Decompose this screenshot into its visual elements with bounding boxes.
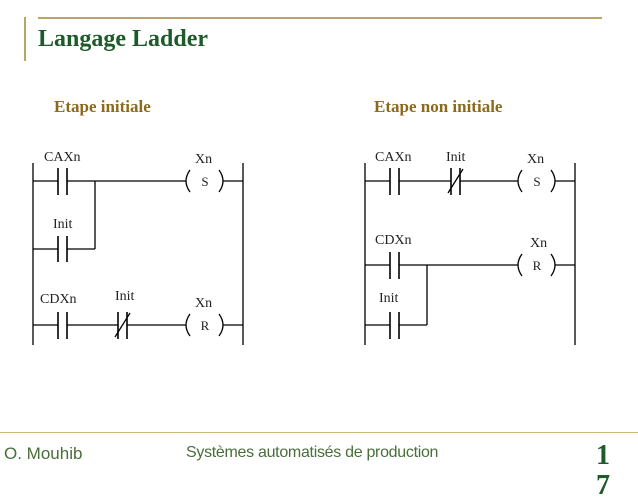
label-coil-set-name: Xn [527, 152, 544, 167]
label-coil-set-type: S [533, 174, 540, 189]
footer-course-title: Systèmes automatisés de production [186, 444, 439, 461]
contact-init-parallel [389, 312, 400, 339]
label-coil-set-type: S [201, 174, 208, 189]
label-coil-reset-name: Xn [530, 236, 547, 251]
footer-rule [0, 432, 638, 433]
contact-cdxn [57, 312, 68, 339]
contact-cdxn [389, 252, 400, 279]
label-cdxn: CDXn [375, 233, 412, 248]
diagram-non-initial-step: Etape non initiale CAXn Init Xn S [364, 97, 576, 345]
label-caxn: CAXn [44, 150, 81, 165]
heading-non-initial-step: Etape non initiale [374, 97, 503, 116]
label-init-nc: Init [115, 289, 135, 304]
slide-title: Langage Ladder [38, 26, 209, 52]
label-caxn: CAXn [375, 150, 412, 165]
contact-caxn [389, 168, 400, 195]
title-left-rule [24, 17, 26, 61]
label-coil-reset-type: R [201, 318, 210, 333]
label-init-parallel: Init [379, 291, 399, 306]
contact-caxn [57, 168, 68, 195]
label-coil-reset-type: R [533, 258, 542, 273]
label-coil-reset-name: Xn [195, 296, 212, 311]
label-init-parallel: Init [53, 217, 73, 232]
heading-initial-step: Etape initiale [54, 97, 151, 116]
diagram-initial-step: Etape initiale CAXn Init Xn S [32, 97, 244, 345]
contact-init-parallel [57, 236, 68, 262]
page-number: 1 7 [596, 440, 610, 501]
label-cdxn: CDXn [40, 292, 77, 307]
label-coil-set-name: Xn [195, 152, 212, 167]
footer-author: O. Mouhib [4, 444, 83, 463]
label-init-nc: Init [446, 150, 466, 165]
title-top-rule [38, 17, 602, 19]
ladder-diagrams: .wire { stroke: #000; stroke-width: 1.3;… [32, 97, 576, 345]
